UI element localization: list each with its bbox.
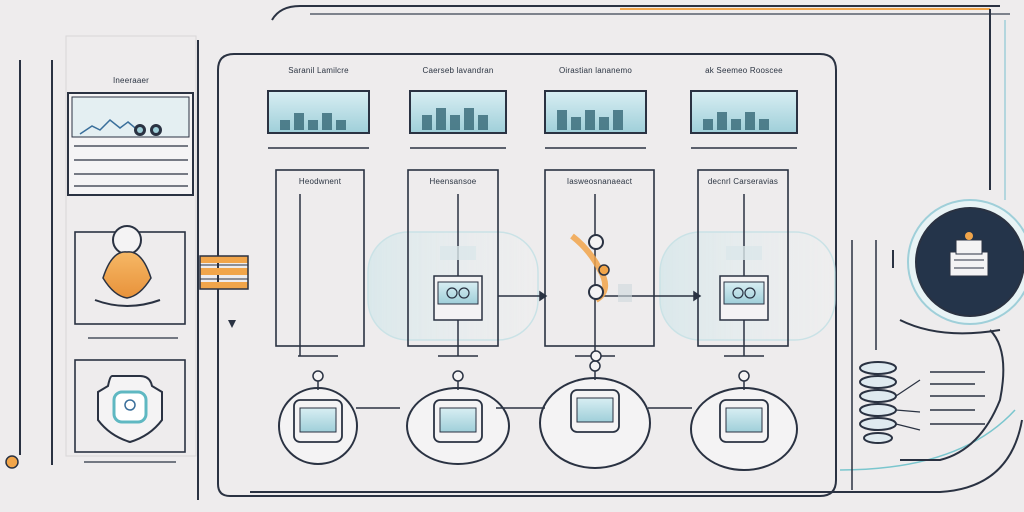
thumbnail-building — [571, 117, 581, 130]
sidebar-panel — [65, 35, 197, 463]
node-screen — [576, 397, 614, 423]
thumbnail-building — [422, 115, 432, 130]
node-screen — [725, 407, 763, 433]
shield-badge-card — [74, 359, 186, 453]
device-display — [437, 281, 479, 305]
thumbnail-building — [759, 119, 769, 130]
server-icon — [949, 232, 989, 277]
left-rails — [19, 40, 199, 500]
column-process-box — [697, 169, 789, 347]
thumbnail-building — [585, 110, 595, 130]
thumbnail-building — [557, 110, 567, 130]
node-pin — [312, 370, 324, 382]
thumbnail-building — [745, 112, 755, 130]
thumbnail-building — [322, 113, 332, 130]
device-top-panel — [440, 246, 476, 260]
spring-coil — [859, 361, 897, 444]
list-lines — [930, 371, 985, 425]
thumbnail-building — [450, 115, 460, 130]
thumbnail-building — [308, 120, 318, 130]
column-thumbnail — [690, 90, 798, 134]
column-1 — [267, 90, 370, 465]
column-process-box — [544, 169, 655, 347]
device-display — [723, 281, 765, 305]
person-badge-icon — [94, 225, 161, 307]
device-knob — [744, 287, 756, 299]
column-header: Caerseb lavandran — [422, 66, 494, 75]
thumbnail-building — [280, 120, 290, 130]
main-frame — [217, 53, 837, 497]
thumbnail-building — [436, 108, 446, 130]
return-cable — [250, 419, 1023, 493]
column-process-box — [275, 169, 365, 347]
column-2 — [406, 90, 510, 465]
left-connector — [199, 255, 249, 328]
shield-badge-icon — [97, 375, 163, 444]
device-knob — [446, 287, 458, 299]
right-panel — [851, 199, 1024, 490]
thumbnail-building — [336, 120, 346, 130]
device-knob — [732, 287, 744, 299]
top-cables — [271, 5, 1010, 200]
column-process-label: decnrl Carseravias — [707, 177, 779, 186]
node-screen — [439, 407, 477, 433]
thumbnail-building — [731, 119, 741, 130]
device-top-panel — [726, 246, 762, 260]
rail-end-dot — [5, 455, 19, 469]
device-knob — [458, 287, 470, 299]
node-pin — [738, 370, 750, 382]
thumbnail-building — [599, 117, 609, 130]
column-3 — [539, 90, 655, 469]
node-screen — [299, 407, 337, 433]
column-process-label: Iasweosnanaeact — [566, 177, 633, 186]
return-cable-teal — [839, 409, 1016, 471]
thumbnail-building — [717, 112, 727, 130]
column-header: Oirastian lananemo — [559, 66, 632, 75]
node-pin — [452, 370, 464, 382]
thumbnail-building — [464, 108, 474, 130]
column-process-label: Heodwnent — [298, 177, 342, 186]
column-header: ak Seemeo Rooscee — [705, 66, 783, 75]
flow-arrows — [356, 290, 702, 409]
thumbnail-building — [294, 113, 304, 130]
thumbnail-building — [703, 119, 713, 130]
thumbnail-building — [478, 115, 488, 130]
column-process-label: Heensansoe — [429, 177, 477, 186]
node-pin — [589, 360, 601, 372]
spring-wires — [895, 379, 921, 431]
columns-group — [267, 90, 798, 471]
thumbnail-building — [613, 110, 623, 130]
column-4 — [690, 90, 798, 471]
column-header: Saranil Lamilcre — [288, 66, 349, 75]
central-node — [570, 233, 632, 362]
column-process-box — [407, 169, 499, 347]
chart-card-icon — [79, 118, 141, 135]
sidebar-title: Ineeraaer — [112, 76, 150, 85]
